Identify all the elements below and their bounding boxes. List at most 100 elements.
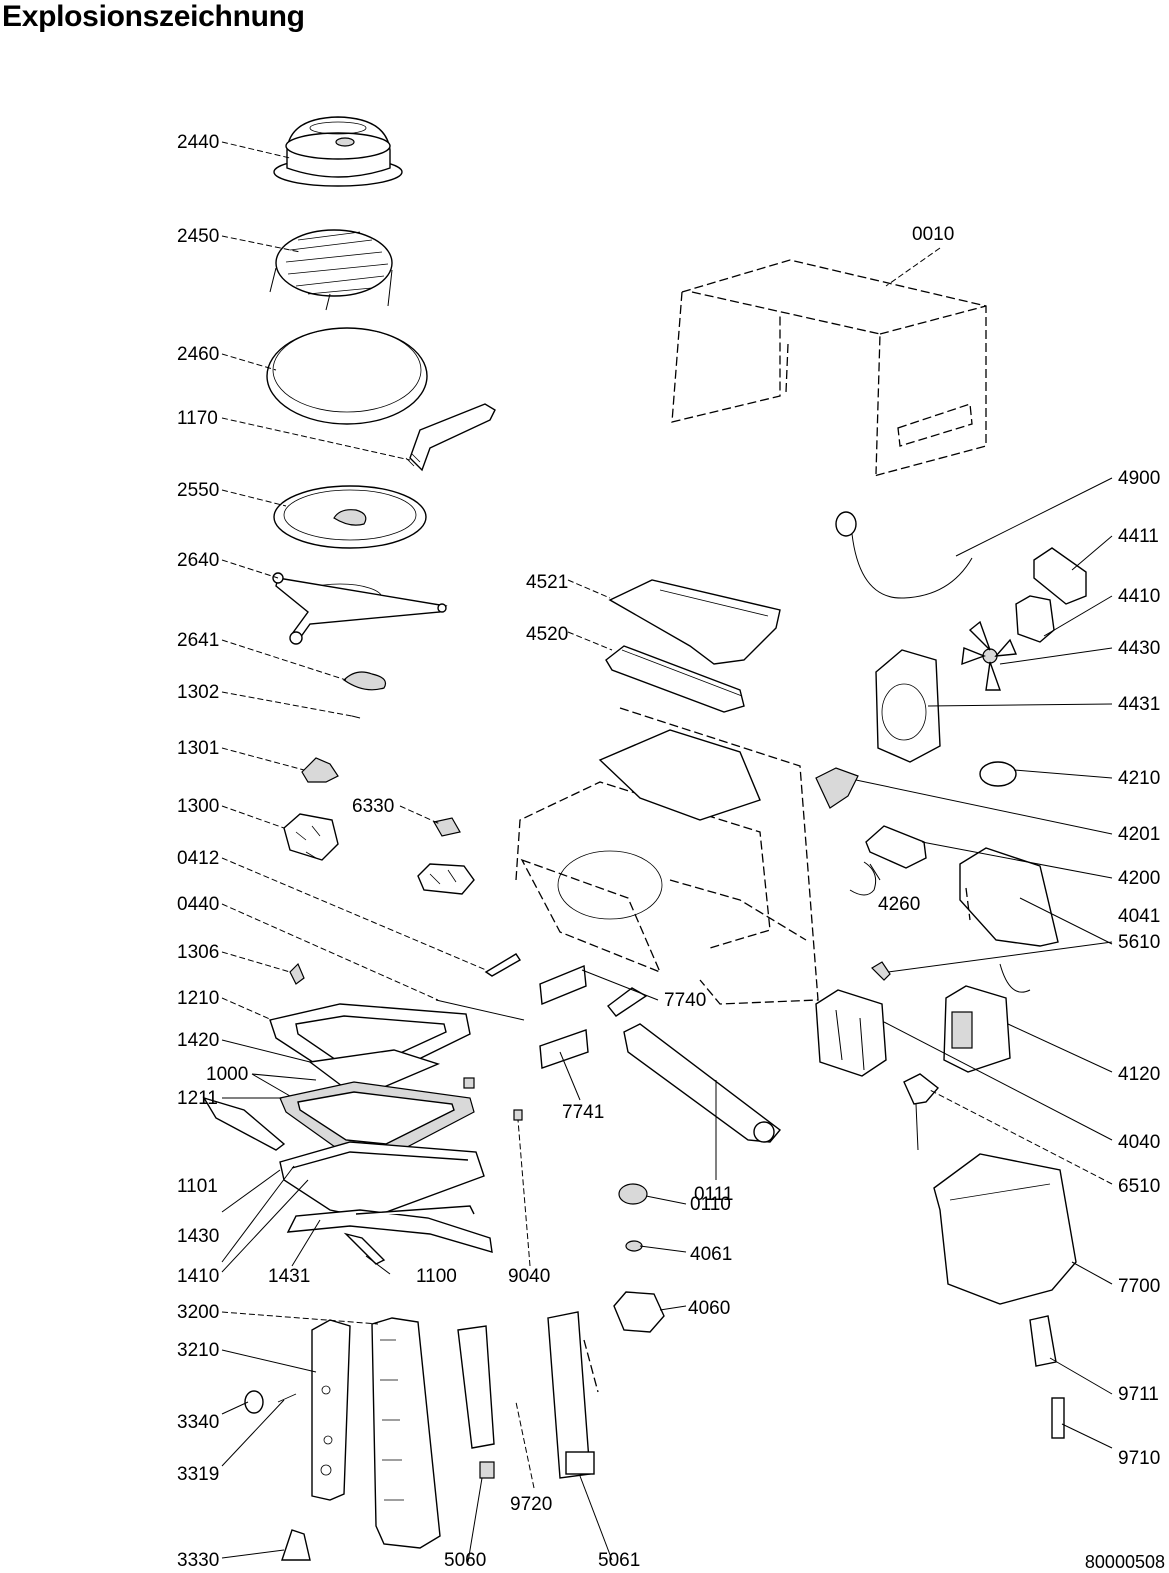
label-1210: 1210 bbox=[177, 988, 219, 1009]
part-1170-handle bbox=[405, 403, 496, 472]
label-4061: 4061 bbox=[690, 1244, 732, 1265]
label-6330: 6330 bbox=[352, 796, 394, 817]
label-9711: 9711 bbox=[1118, 1384, 1159, 1405]
part-4201-bracket bbox=[815, 767, 859, 809]
label-5060: 5060 bbox=[444, 1550, 486, 1570]
part-1211-inner-frame bbox=[279, 1081, 475, 1157]
part-0412-lever bbox=[484, 953, 521, 977]
part-5610-fuse-holder bbox=[871, 961, 891, 981]
label-4521: 4521 bbox=[526, 572, 568, 593]
part-1431-lower-trim bbox=[286, 1205, 493, 1253]
part-2460-ring bbox=[266, 327, 428, 425]
label-2640: 2640 bbox=[177, 550, 219, 571]
parts-right-column bbox=[671, 259, 1087, 1439]
part-4411-bracket bbox=[1033, 547, 1087, 605]
label-5061: 5061 bbox=[598, 1550, 640, 1570]
label-1211: 1211 bbox=[177, 1088, 218, 1109]
part-9040-screw bbox=[463, 1077, 523, 1121]
part-7740-panel bbox=[539, 964, 648, 1017]
label-2440: 2440 bbox=[177, 132, 219, 153]
label-1101: 1101 bbox=[177, 1176, 218, 1197]
part-4200-hv-capacitor bbox=[865, 825, 927, 869]
part-6510-fuse bbox=[903, 1073, 940, 1151]
label-9040: 9040 bbox=[508, 1266, 550, 1287]
part-6330-microswitch bbox=[417, 817, 475, 895]
part-4040-transformer bbox=[815, 989, 887, 1077]
part-0110-roller bbox=[618, 1183, 648, 1205]
label-3200: 3200 bbox=[177, 1302, 219, 1323]
label-5610: 5610 bbox=[1118, 932, 1160, 953]
label-0111: 0111 bbox=[694, 1184, 733, 1205]
part-1430-door-body bbox=[202, 1096, 485, 1219]
label-4431: 4431 bbox=[1118, 694, 1160, 715]
part-4060-motor bbox=[613, 1291, 665, 1333]
label-4260: 4260 bbox=[878, 894, 920, 915]
part-2550-turntable-plate bbox=[273, 485, 427, 549]
part-2450-grill-rack bbox=[269, 229, 393, 311]
part-4521-cover bbox=[608, 579, 781, 665]
label-4411: 4411 bbox=[1118, 526, 1159, 547]
part-1302-pin bbox=[351, 715, 361, 719]
label-4120: 4120 bbox=[1118, 1064, 1160, 1085]
part-4430-fan-blade bbox=[961, 620, 1018, 691]
part-3210-control-frame bbox=[311, 1319, 351, 1501]
part-4041-shroud bbox=[959, 847, 1059, 947]
part-4410-fan-motor bbox=[1015, 595, 1055, 643]
parts-left-column bbox=[202, 116, 599, 1561]
label-1302: 1302 bbox=[177, 682, 219, 703]
label-3210: 3210 bbox=[177, 1340, 219, 1361]
parts-center-column bbox=[515, 579, 819, 1333]
page-title: Explosionszeichnung bbox=[2, 0, 305, 33]
label-2550: 2550 bbox=[177, 480, 219, 501]
label-1420: 1420 bbox=[177, 1030, 219, 1051]
label-4430: 4430 bbox=[1118, 638, 1160, 659]
label-2641: 2641 bbox=[177, 630, 219, 651]
part-5060-board bbox=[457, 1325, 495, 1479]
part-2640-roller-ring bbox=[272, 572, 448, 645]
part-9711-switch bbox=[1029, 1315, 1057, 1367]
label-1300: 1300 bbox=[177, 796, 219, 817]
part-3330-switch bbox=[281, 1529, 311, 1561]
part-4210-capacitor bbox=[979, 761, 1017, 787]
label-9710: 9710 bbox=[1118, 1448, 1160, 1469]
part-1300-switch-bracket bbox=[283, 813, 339, 861]
part-1301-latch bbox=[301, 757, 339, 783]
part-1100-cover bbox=[343, 1232, 386, 1265]
label-1306: 1306 bbox=[177, 942, 219, 963]
label-0010: 0010 bbox=[912, 224, 954, 245]
part-5061-board bbox=[547, 1311, 599, 1479]
part-1306-clip bbox=[289, 962, 305, 985]
label-7740: 7740 bbox=[664, 990, 706, 1011]
label-0110: 0110 bbox=[690, 1194, 731, 1215]
label-4520: 4520 bbox=[526, 624, 568, 645]
label-0412: 0412 bbox=[177, 848, 219, 869]
part-7700-mounting-bracket bbox=[933, 1153, 1077, 1305]
label-7741: 7741 bbox=[562, 1102, 604, 1123]
part-2641-coupler bbox=[343, 671, 387, 691]
leader-lines bbox=[221, 141, 1113, 1563]
part-number-labels: 2440 2450 2460 1170 2550 2640 2641 1302 … bbox=[177, 132, 1160, 1570]
part-0111-drive-arm bbox=[623, 1023, 782, 1143]
part-4061-coupler bbox=[625, 1240, 643, 1252]
part-0440-rod bbox=[435, 999, 525, 1021]
part-0010-outer-casing bbox=[671, 259, 987, 477]
label-9720: 9720 bbox=[510, 1494, 552, 1515]
label-4201: 4201 bbox=[1118, 824, 1160, 845]
part-3200-control-panel bbox=[371, 1317, 441, 1549]
part-4520-heater bbox=[605, 645, 745, 713]
part-4260-diode bbox=[849, 861, 877, 896]
label-1431: 1431 bbox=[268, 1266, 310, 1287]
part-9710-fuse bbox=[1051, 1397, 1065, 1439]
label-4041: 4041 bbox=[1118, 906, 1160, 927]
label-1410: 1410 bbox=[177, 1266, 219, 1287]
label-4060: 4060 bbox=[688, 1298, 730, 1319]
label-3340: 3340 bbox=[177, 1412, 219, 1433]
label-3319: 3319 bbox=[177, 1464, 219, 1485]
label-4200: 4200 bbox=[1118, 868, 1160, 889]
document-number: 80000508 bbox=[1084, 1552, 1165, 1572]
part-3319-spring bbox=[277, 1393, 297, 1403]
part-3340-knob bbox=[244, 1390, 264, 1414]
label-2460: 2460 bbox=[177, 344, 219, 365]
part-7741-panel bbox=[539, 1029, 589, 1069]
